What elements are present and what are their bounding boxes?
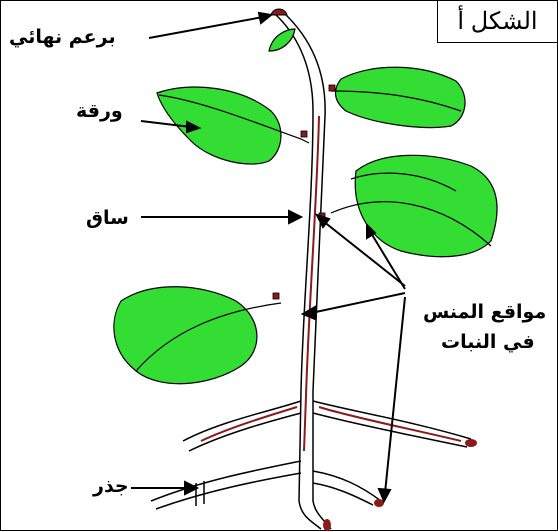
root-tips xyxy=(323,439,477,531)
leaf-upper-right xyxy=(331,67,465,127)
terminal-bud-shape xyxy=(271,9,287,15)
roots xyxy=(151,401,471,509)
young-leaf xyxy=(269,29,295,51)
figure-label: الشكل أ xyxy=(437,1,557,43)
leaf-lower-left xyxy=(114,287,281,384)
stem xyxy=(276,13,331,529)
label-stem: ساق xyxy=(86,207,129,229)
label-meristem-line1: مواقع المنس xyxy=(423,301,546,323)
label-leaf: ورقة xyxy=(76,100,123,122)
label-root: جذر xyxy=(93,475,129,497)
label-terminal-bud: برعم نهائي xyxy=(9,26,116,48)
label-meristem-line2: في النبات xyxy=(441,331,535,353)
leaf-middle-right xyxy=(331,155,497,256)
